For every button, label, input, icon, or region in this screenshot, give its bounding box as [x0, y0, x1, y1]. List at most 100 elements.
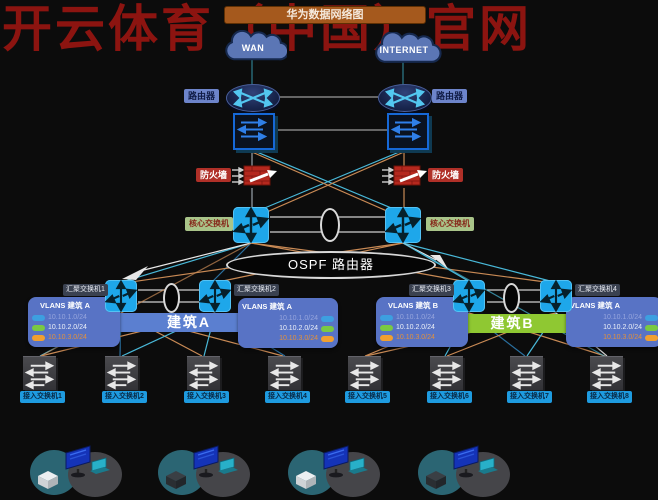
- access-switch-4[interactable]: [268, 356, 301, 390]
- access-switch-6[interactable]: [430, 356, 463, 390]
- vlan-badge-orange: [645, 335, 658, 341]
- building-b-bar[interactable]: 建筑B: [452, 314, 573, 333]
- building-a-bar[interactable]: 建筑A: [105, 313, 273, 332]
- core-switch-right[interactable]: [384, 206, 422, 244]
- printer-icon: [296, 471, 316, 489]
- vlan-subnet: 10.10.3.0/24: [603, 334, 642, 341]
- access-switch-5[interactable]: [348, 356, 381, 390]
- access-switch-arrows-icon: [106, 361, 137, 390]
- core-right-label: 核心交换机: [426, 217, 474, 231]
- access-switch-5-label: 接入交换机5: [345, 391, 390, 403]
- router-right-label: 路由器: [432, 89, 468, 103]
- devices-icon: [426, 445, 498, 489]
- vlan-badge-blue: [32, 315, 45, 321]
- access-switch-arrows-icon: [431, 361, 462, 390]
- internet-cloud[interactable]: INTERNET: [366, 32, 442, 66]
- desktop-icon: [323, 445, 349, 478]
- vlan-box-title: VLANS 建筑 B: [388, 301, 439, 310]
- wan-label: WAN: [241, 43, 265, 53]
- access-switch-1[interactable]: [23, 356, 56, 390]
- agg-link-ellipse-right: [503, 283, 520, 313]
- vlan-box-a-left: VLANS 建筑 A 10.10.1.0/24 10.10.2.0/24 10.…: [28, 297, 120, 347]
- switch-right[interactable]: [387, 113, 429, 150]
- vlan-badge-green: [645, 325, 658, 331]
- agg-switch-1-label: 汇聚交换机1: [63, 284, 108, 296]
- agg-switch-3-label: 汇聚交换机3: [409, 284, 454, 296]
- agg-switch-4-label: 汇聚交换机4: [575, 284, 620, 296]
- internet-label: INTERNET: [379, 45, 429, 55]
- switch-arrows-icon: [390, 117, 422, 142]
- core-link-ellipse: [320, 208, 340, 242]
- access-switch-arrows-icon: [269, 361, 300, 390]
- access-switch-3-label: 接入交换机3: [184, 391, 229, 403]
- vlan-badge-green: [32, 325, 45, 331]
- laptop-icon: [478, 457, 498, 474]
- access-switch-arrows-icon: [24, 361, 55, 390]
- vlan-subnet: 10.10.3.0/24: [396, 334, 435, 341]
- access-switch-3[interactable]: [187, 356, 220, 390]
- ospf-router-ellipse[interactable]: OSPF 路由器: [226, 251, 436, 279]
- core-switch-arrows-icon: [452, 279, 486, 313]
- vlan-subnet: 10.10.1.0/24: [396, 314, 435, 321]
- access-switch-arrows-icon: [591, 361, 622, 390]
- agg-switch-2[interactable]: [198, 279, 232, 313]
- vlan-subnet: 10.10.2.0/24: [396, 324, 435, 331]
- core-left-label: 核心交换机: [185, 217, 233, 231]
- vlan-badge-blue: [321, 316, 334, 322]
- laptop-icon: [90, 457, 110, 474]
- vlan-subnet: 10.10.3.0/24: [279, 335, 318, 342]
- core-switch-arrows-icon: [232, 206, 270, 244]
- devices-icon: [38, 445, 110, 489]
- router-right[interactable]: [378, 84, 432, 112]
- agg-switch-3[interactable]: [452, 279, 486, 313]
- vlan-badge-green: [380, 325, 393, 331]
- agg-switch-4[interactable]: [539, 279, 573, 313]
- access-switch-2[interactable]: [105, 356, 138, 390]
- vlan-badge-orange: [32, 335, 45, 341]
- vlan-subnet: 10.10.3.0/24: [48, 334, 87, 341]
- vlan-badge-blue: [645, 315, 658, 321]
- cloud-icon: [375, 32, 442, 63]
- wan-cloud[interactable]: WAN: [219, 30, 287, 64]
- agg-switch-1[interactable]: [104, 279, 138, 313]
- vlan-subnet: 10.10.2.0/24: [48, 324, 87, 331]
- user-device-group-3[interactable]: [286, 444, 382, 497]
- firewall-brick-icon: [382, 165, 427, 186]
- vlan-box-a-right: VLANS 建筑 A 10.10.1.0/24 10.10.2.0/24 10.…: [238, 298, 338, 348]
- firewall-right-label: 防火墙: [428, 168, 464, 182]
- vlan-subnet: 10.10.1.0/24: [279, 315, 318, 322]
- router-arrows-icon: [232, 88, 274, 108]
- router-left[interactable]: [226, 84, 280, 112]
- access-switch-8[interactable]: [590, 356, 623, 390]
- agg-link-ellipse-left: [163, 283, 180, 313]
- user-device-group-4[interactable]: [416, 444, 512, 497]
- vlan-box-b-right: VLANS 建筑 A 10.10.1.0/24 10.10.2.0/24 10.…: [566, 297, 658, 347]
- cloud-icon: [225, 30, 287, 61]
- access-switch-8-label: 接入交换机8: [587, 391, 632, 403]
- switch-left[interactable]: [233, 113, 275, 150]
- printer-icon: [38, 471, 58, 489]
- firewall-left-icon[interactable]: [232, 164, 278, 188]
- switch-arrows-icon: [236, 117, 268, 142]
- desktop-icon: [193, 445, 219, 478]
- user-device-group-1[interactable]: [28, 444, 124, 497]
- access-switch-4-label: 接入交换机4: [265, 391, 310, 403]
- desktop-icon: [453, 445, 479, 478]
- access-switch-arrows-icon: [349, 361, 380, 390]
- pc-tower-icon: [166, 471, 186, 489]
- access-switch-7[interactable]: [510, 356, 543, 390]
- core-switch-arrows-icon: [198, 279, 232, 313]
- laptop-icon: [348, 457, 368, 474]
- core-switch-left[interactable]: [232, 206, 270, 244]
- firewall-right-icon[interactable]: [382, 164, 428, 188]
- vlan-badge-orange: [321, 336, 334, 342]
- firewall-brick-icon: [232, 165, 277, 186]
- core-switch-arrows-icon: [539, 279, 573, 313]
- vlan-badge-green: [321, 326, 334, 332]
- user-device-group-2[interactable]: [156, 444, 252, 497]
- access-switch-7-label: 接入交换机7: [507, 391, 552, 403]
- vlan-subnet: 10.10.2.0/24: [603, 324, 642, 331]
- diagram-title: 华为数据网络图: [224, 6, 426, 24]
